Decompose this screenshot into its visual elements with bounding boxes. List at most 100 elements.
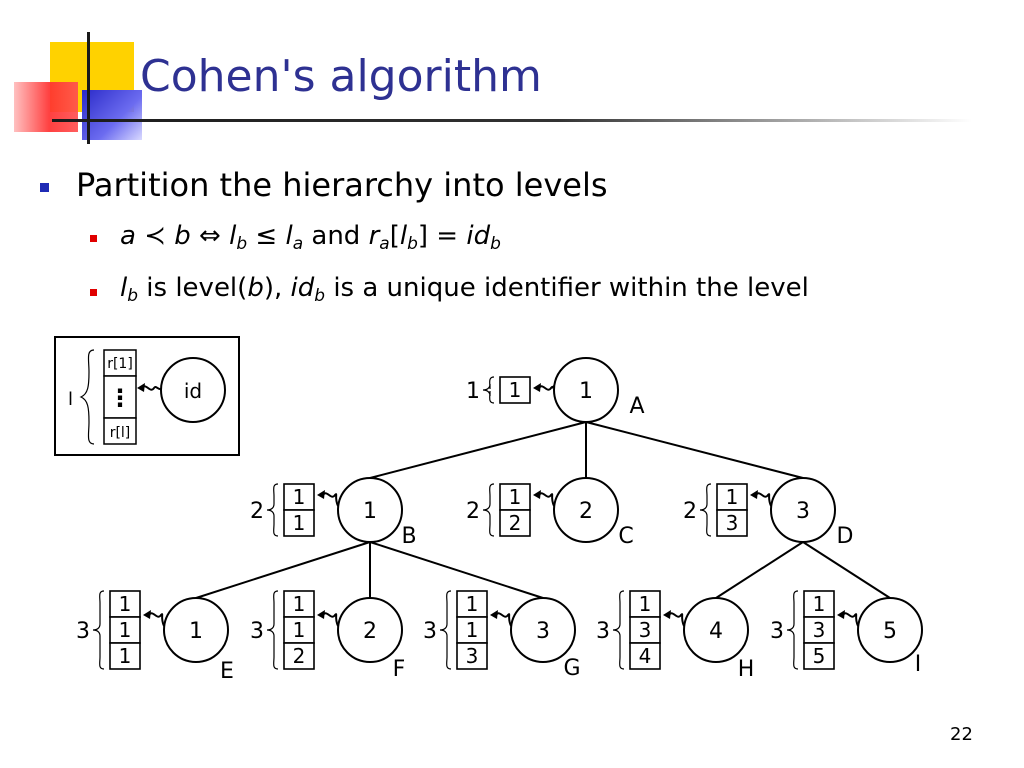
- var-b: b: [247, 273, 264, 303]
- path-cell: [629, 590, 661, 618]
- level-brace: [786, 590, 799, 670]
- pointer-arrowhead: [490, 610, 498, 619]
- legend-node-circle: [160, 357, 226, 423]
- level-label: 3: [76, 619, 90, 644]
- pointer-arrowhead: [143, 610, 151, 619]
- bracket-equals: ] =: [417, 221, 459, 251]
- node-circle: [683, 597, 749, 663]
- is-level-text: is level(: [146, 273, 248, 303]
- level-label: 3: [423, 619, 437, 644]
- path-cell: [716, 483, 748, 511]
- path-cell: [803, 642, 835, 670]
- node-name: B: [401, 524, 416, 549]
- sub-a: a: [292, 234, 304, 254]
- path-cell-value: 2: [293, 644, 306, 668]
- bullet-main: Partition the hierarchy into levels: [76, 166, 608, 204]
- path-cell-value: 1: [813, 592, 826, 616]
- definition-text: is a unique identifier within the level: [333, 273, 809, 303]
- le-symbol: ≤: [255, 221, 278, 251]
- path-cell: [499, 376, 531, 404]
- decor-blue-square: [82, 90, 142, 140]
- sub-b: b: [314, 286, 326, 306]
- edge-A-B: [369, 421, 587, 479]
- path-cell-value: 1: [466, 618, 479, 642]
- pointer-squiggle: [538, 385, 555, 391]
- pointer-squiggle: [495, 612, 512, 627]
- sub-b: b: [127, 286, 139, 306]
- tree-edges: [195, 421, 891, 599]
- sub-a: a: [379, 234, 390, 254]
- node-id: 3: [536, 619, 550, 644]
- path-cell-value: 3: [466, 644, 479, 668]
- path-cell-value: 3: [639, 618, 652, 642]
- path-cell: [456, 616, 488, 644]
- edge-B-E: [195, 541, 371, 599]
- node-circle: [163, 597, 229, 663]
- pointer-squiggle: [668, 612, 685, 627]
- sub-b: b: [236, 234, 248, 254]
- path-cell: [283, 642, 315, 670]
- path-cell-value: 3: [813, 618, 826, 642]
- and-word: and: [311, 221, 361, 251]
- level-brace: [266, 590, 279, 670]
- var-l: l: [399, 221, 408, 251]
- level-brace: [92, 590, 105, 670]
- path-cell: [629, 642, 661, 670]
- node-id: 5: [883, 619, 897, 644]
- var-id: id: [466, 221, 491, 251]
- decor-red-square: [14, 82, 78, 132]
- var-id: id: [290, 273, 315, 303]
- pointer-arrowhead: [317, 610, 325, 619]
- pointer-arrowhead: [317, 490, 325, 499]
- path-cell: [456, 642, 488, 670]
- level-label: 3: [250, 619, 264, 644]
- legend-node-label: id: [184, 379, 202, 403]
- path-cell-value: 1: [293, 592, 306, 616]
- level-brace: [439, 590, 452, 670]
- path-cell-value: 1: [119, 592, 132, 616]
- pointer-arrowhead: [533, 383, 541, 392]
- pointer-squiggle: [322, 492, 339, 507]
- path-cell-value: 1: [639, 592, 652, 616]
- sub-bullet-relation: a ≺ b ⇔ lb ≤ la and ra[lb] = idb: [120, 220, 501, 260]
- node-name: H: [738, 657, 755, 682]
- var-l: l: [285, 221, 293, 251]
- level-brace: [482, 376, 495, 404]
- legend-brace: [79, 349, 95, 445]
- node-id: 1: [579, 379, 593, 404]
- pointer-arrowhead: [837, 610, 845, 619]
- sub-bullet-marker: [90, 289, 97, 296]
- pointer-arrowhead: [750, 490, 758, 499]
- legend-squiggle: [141, 385, 162, 391]
- bracket: [: [389, 221, 400, 251]
- edge-D-H: [715, 541, 804, 599]
- pointer-squiggle: [755, 492, 772, 507]
- legend-level-label: l: [68, 389, 73, 410]
- level-label: 2: [250, 499, 264, 524]
- node-circle: [510, 597, 576, 663]
- node-circle: [770, 477, 836, 543]
- level-brace: [612, 590, 625, 670]
- path-cell: [283, 590, 315, 618]
- pointer-squiggle: [842, 612, 859, 627]
- edge-B-G: [369, 541, 544, 599]
- node-name: E: [220, 659, 234, 684]
- node-name: I: [915, 652, 922, 677]
- path-cell-value: 5: [813, 644, 826, 668]
- path-cell-value: 1: [119, 644, 132, 668]
- bullet-marker: [40, 183, 49, 192]
- path-cell-value: 4: [639, 644, 652, 668]
- slide-title: Cohen's algorithm: [140, 51, 542, 102]
- var-b: b: [174, 221, 191, 251]
- node-circle: [553, 357, 619, 423]
- node-name: C: [618, 524, 633, 549]
- node-name: D: [837, 524, 854, 549]
- path-cell: [803, 616, 835, 644]
- path-cell-value: 1: [466, 592, 479, 616]
- node-id: 2: [579, 499, 593, 524]
- node-id: 1: [363, 499, 377, 524]
- pointer-squiggle: [148, 612, 165, 627]
